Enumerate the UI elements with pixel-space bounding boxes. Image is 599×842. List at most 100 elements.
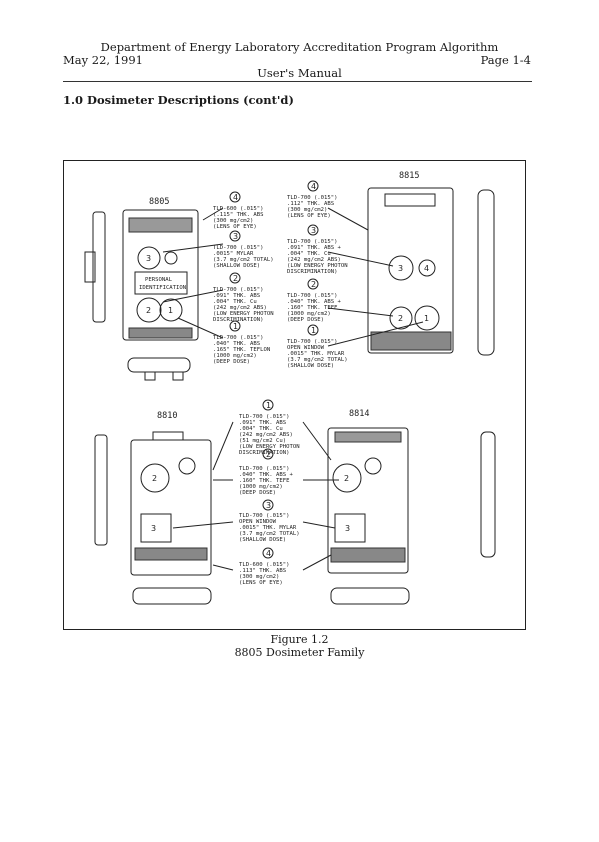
callout-text: (1000 mg/cm2) <box>287 311 331 317</box>
side-view-8814 <box>480 431 496 558</box>
callout-text: (51 mg/cm2 Cu) <box>239 438 286 444</box>
svg-text:2: 2 <box>152 474 157 483</box>
header-page: Page 1-4 <box>480 53 531 67</box>
callout-text: .091" THK. ABS + <box>287 245 342 251</box>
callout-text: TLD-700 (.015") <box>213 335 264 341</box>
callout-text: TLD-700 (.015") <box>287 239 338 245</box>
callout-text: OPEN WINDOW <box>239 519 277 525</box>
callout-text: (1000 mg/cm2) <box>213 353 257 359</box>
callout-text: OPEN WINDOW <box>287 345 325 351</box>
callout-text: TLD-600 (.015") <box>213 206 264 212</box>
callout-number: 1 <box>266 401 271 410</box>
callout-text: .004" THK. Cu <box>287 251 331 257</box>
callout-text: TLD-700 (.015") <box>239 513 290 519</box>
callout-text: (242 mg/cm2 ABS) <box>239 432 293 438</box>
callout-text: .091" THK. ABS <box>213 293 260 299</box>
callout-text: (LENS OF EYE) <box>287 213 331 219</box>
callout-text: (SHALLOW DOSE) <box>287 363 334 369</box>
callout-text: TLD-700 (.015") <box>239 414 290 420</box>
callout-text: (3.7 mg/cm2 TOTAL) <box>287 357 348 363</box>
callout-text: (300 mg/cm2) <box>213 218 253 224</box>
callout-number: 4 <box>266 549 271 558</box>
callout-number: 1 <box>233 322 238 331</box>
chip-2-8814 <box>332 463 362 493</box>
callout-text: TLD-700 (.015") <box>287 293 338 299</box>
header-manual: User's Manual <box>257 66 342 80</box>
callout-text: TLD-700 (.015") <box>213 287 264 293</box>
callout-text: (DEEP DOSE) <box>213 359 250 365</box>
callout-number: 3 <box>233 232 238 241</box>
section-heading: 1.0 Dosimeter Descriptions (cont'd) <box>63 93 294 107</box>
svg-text:3: 3 <box>146 254 151 263</box>
callout-text: .040" THK. ABS + <box>287 299 342 305</box>
callout-text: (242 mg/cm2 ABS) <box>213 305 267 311</box>
dosimeter-8805 <box>122 209 199 341</box>
header-date: May 22, 1991 <box>63 53 143 67</box>
callout-text: (DEEP DOSE) <box>239 490 276 496</box>
callout-number: 1 <box>311 326 316 335</box>
chip-1-8815 <box>414 305 440 331</box>
callout-number: 3 <box>266 501 271 510</box>
callout-number: 2 <box>266 450 271 459</box>
svg-text:1: 1 <box>168 306 173 315</box>
callout-text: .004" THK. Cu <box>239 426 283 432</box>
header-rule <box>63 81 532 82</box>
chip-3-8810 <box>140 513 172 543</box>
callout-number: 3 <box>311 226 316 235</box>
callout-text: .160" THK. TEFE <box>239 478 290 484</box>
callouts-top-left: TLD-600 (.015") (.115" THK. ABS (300 mg/… <box>213 206 274 365</box>
chip-2-8805 <box>136 297 162 323</box>
callout-text: DISCRIMINATION) <box>213 317 264 323</box>
header-title: Department of Energy Laboratory Accredit… <box>100 40 499 54</box>
callout-text: (300 mg/cm2) <box>287 207 327 213</box>
svg-text:3: 3 <box>398 264 403 273</box>
callout-text: .165" THK. TEFLON <box>213 347 270 353</box>
callout-text: (DEEP DOSE) <box>287 317 324 323</box>
callout-text: (LENS OF EYE) <box>213 224 257 230</box>
side-view-8810 <box>94 434 108 546</box>
callout-text: DISCRIMINATION) <box>287 269 338 275</box>
callouts-bottom: TLD-700 (.015") .091" THK. ABS .004" THK… <box>239 414 300 586</box>
callout-text: (1000 mg/cm2) <box>239 484 283 490</box>
model-label-8814: 8814 <box>349 409 369 419</box>
figure-caption-number: Figure 1.2 <box>270 633 329 646</box>
callout-text: .112" THK. ABS <box>287 201 334 207</box>
callout-number: 2 <box>311 280 316 289</box>
tab-8805 <box>84 251 96 283</box>
callout-text: .040" THK. ABS + <box>239 472 294 478</box>
svg-text:3: 3 <box>345 524 350 533</box>
callout-text: TLD-700 (.015") <box>287 339 338 345</box>
dosimeter-8814 <box>327 427 409 574</box>
callout-text: (LENS OF EYE) <box>239 580 283 586</box>
callout-text: TLD-700 (.015") <box>213 245 264 251</box>
callout-text: .091" THK. ABS <box>239 420 286 426</box>
callout-text: (242 mg/cm2 ABS) <box>287 257 341 263</box>
clip-8810 <box>132 587 212 605</box>
id-label-line-1: PERSONAL <box>145 277 173 283</box>
chip-4-8815 <box>418 259 436 277</box>
callout-text: .0015" THK. MYLAR <box>287 351 345 357</box>
chip-2-8810 <box>140 463 170 493</box>
callout-number: 4 <box>311 182 316 191</box>
model-label-8805: 8805 <box>149 197 169 207</box>
callout-text: (SHALLOW DOSE) <box>239 537 286 543</box>
callout-text: (LOW ENERGY PHOTON <box>239 444 300 450</box>
svg-text:2: 2 <box>146 306 151 315</box>
callout-text: TLD-700 (.015") <box>287 195 338 201</box>
callout-text: (LOW ENERGY PHOTON <box>287 263 348 269</box>
dosimeter-8815 <box>367 187 454 354</box>
svg-text:2: 2 <box>344 474 349 483</box>
callout-text: TLD-600 (.015") <box>239 562 290 568</box>
svg-text:2: 2 <box>398 314 403 323</box>
side-view-8815 <box>477 189 495 356</box>
callout-text: (3.7 mg/cm2 TOTAL) <box>239 531 300 537</box>
callout-text: (.115" THK. ABS <box>213 212 264 218</box>
figure-frame <box>63 160 526 630</box>
clip-8814 <box>330 587 410 605</box>
callouts-top-right: TLD-700 (.015") .112" THK. ABS (300 mg/c… <box>287 195 348 369</box>
chip-1-8805 <box>159 298 183 322</box>
callout-text: .160" THK. TEFE <box>287 305 338 311</box>
dosimeter-figure: 8805 8815 8810 8814 PERSONAL IDENTIFICAT… <box>84 171 496 605</box>
callout-text: .004" THK. Cu <box>213 299 257 305</box>
callout-text: .0015" THK. MYLAR <box>239 525 297 531</box>
